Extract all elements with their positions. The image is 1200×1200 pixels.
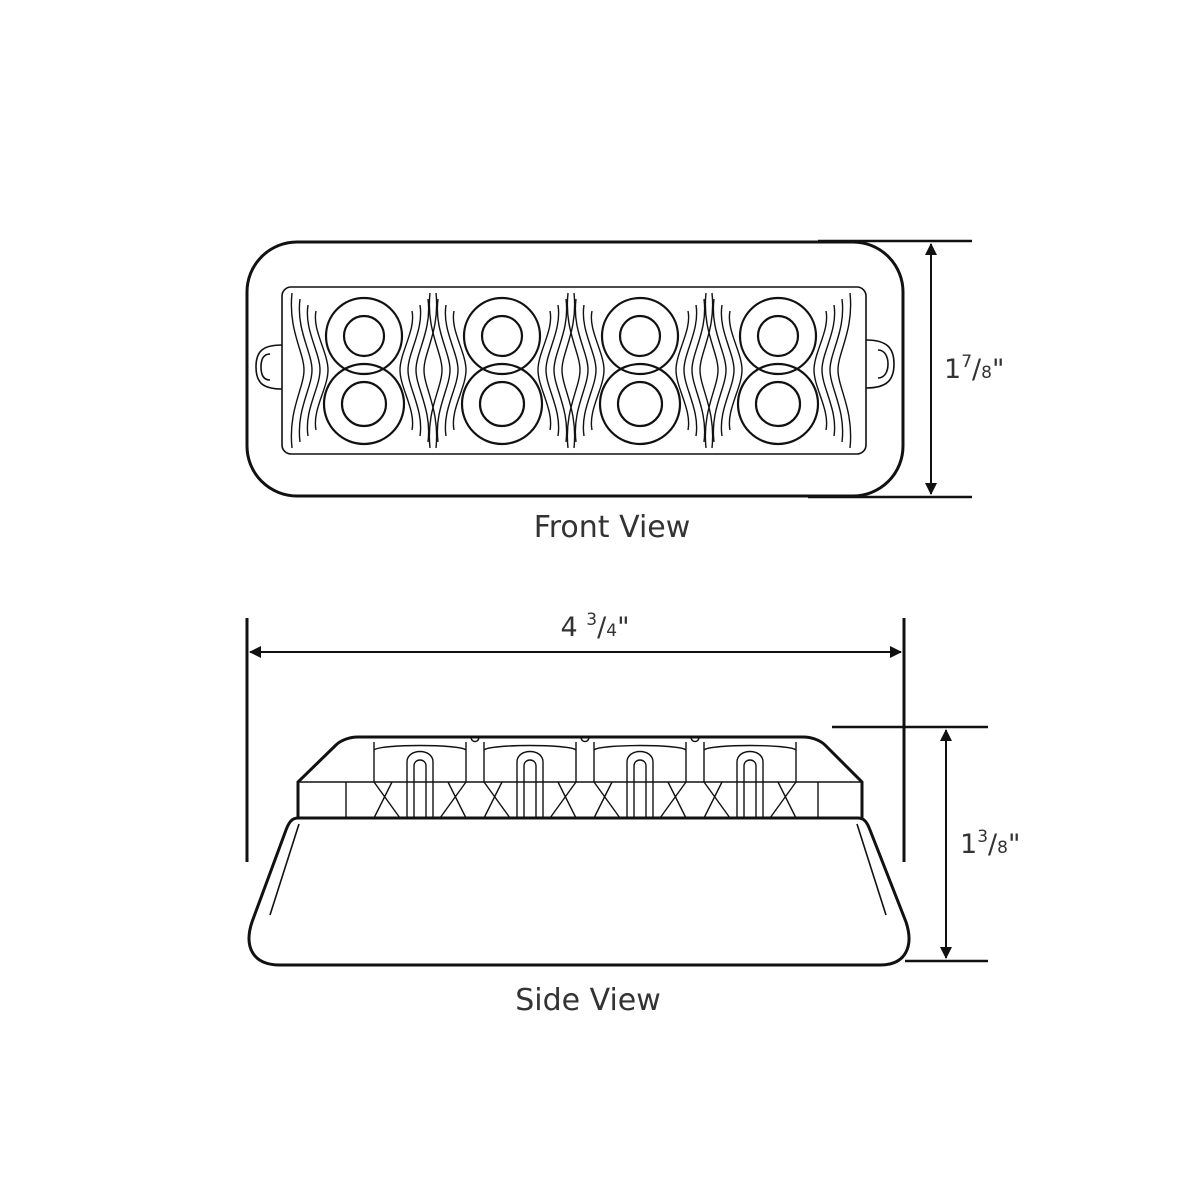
reflector-contour [712,298,727,443]
reflector-contour [428,292,443,449]
led-emitter-upper [480,314,524,358]
reflector-contour [837,292,852,449]
led-lens-upper [462,296,542,376]
reflector-contour [545,304,560,437]
side-top-notch [580,736,590,743]
reflector-contour [691,298,706,443]
side-led-capsule [406,750,434,818]
right-mount-tab [865,339,895,389]
reflector-contour [415,298,430,443]
side-led-profile [703,742,797,819]
reflector-contour [704,292,719,449]
reflector-contour [298,298,313,443]
led-reflector-group [428,292,576,449]
side-base-outline [247,816,911,967]
led-emitter-upper [756,314,800,358]
reflector-contour [720,304,735,437]
led-emitter-lower [478,380,526,428]
led-emitter-lower [340,380,388,428]
side-led-capsule-inner [523,759,537,818]
reflector-contour [561,292,576,449]
reflector-contour [436,298,451,443]
side-height-dimension [832,725,988,963]
reflector-contour [728,310,743,431]
led-lens-upper [738,296,818,376]
front-housing-outline [245,240,905,498]
reflector-contour [399,310,414,431]
reflector-contour [683,304,698,437]
side-led-profile [593,736,700,819]
side-reflector-lines [703,781,797,819]
led-array [290,292,852,449]
side-led-capsule-inner [743,759,757,818]
side-view [247,735,911,967]
reflector-contour [290,292,305,449]
front-view [245,240,905,498]
side-led-profile [373,736,480,819]
side-reflector-lines [483,781,577,819]
side-top-notch [690,736,700,743]
led-emitter-upper [618,314,662,358]
reflector-contour [582,304,597,437]
side-width-label: 4 3/4" [561,610,630,643]
side-led-capsule [736,750,764,818]
reflector-contour [537,310,552,431]
side-reflector-lines [593,781,687,819]
reflector-contour [553,298,568,443]
reflector-contour [566,292,581,449]
side-led-capsule-inner [633,759,647,818]
reflector-contour [590,310,605,431]
front-height-dimension [808,239,972,499]
led-lens-lower [460,362,544,446]
side-view-caption: Side View [515,983,661,1018]
side-led-capsule-inner [413,759,427,818]
led-lens-lower [322,362,406,446]
led-lens-upper [600,296,680,376]
reflector-contour [829,298,844,443]
reflector-contour [306,304,321,437]
side-upper-housing [296,735,864,818]
led-lens-lower [598,362,682,446]
reflector-contour [574,298,589,443]
side-width-dimension [245,618,906,862]
side-base-inner-left [269,823,300,916]
led-lens-upper [324,296,404,376]
reflector-contour [675,310,690,431]
front-view-caption: Front View [534,510,691,545]
led-reflector-group [566,292,714,449]
left-mount-tab [255,344,283,390]
side-top-notch [470,736,480,743]
reflector-contour [314,310,329,431]
reflector-contour [699,292,714,449]
led-emitter-upper [342,314,386,358]
front-height-label: 17/8" [944,352,1004,385]
side-height-label: 13/8" [960,827,1020,860]
side-base-inner-right [856,823,887,916]
side-led-profiles [373,736,797,819]
side-led-cup [373,742,467,782]
led-emitter-lower [616,380,664,428]
reflector-contour [444,304,459,437]
reflector-contour [821,304,836,437]
led-emitter-lower [754,380,802,428]
reflector-contour [813,310,828,431]
front-lens-panel [281,286,867,455]
side-led-profile [483,736,590,819]
side-led-capsule [516,750,544,818]
side-led-cup [593,742,687,782]
side-led-cup [483,742,577,782]
reflector-contour [423,292,438,449]
side-led-capsule [626,750,654,818]
reflector-contour [452,310,467,431]
led-reflector-group [290,292,438,449]
side-reflector-lines [373,781,467,819]
side-led-cup [703,742,797,782]
led-reflector-group [704,292,852,449]
reflector-contour [407,304,422,437]
led-lens-lower [736,362,820,446]
